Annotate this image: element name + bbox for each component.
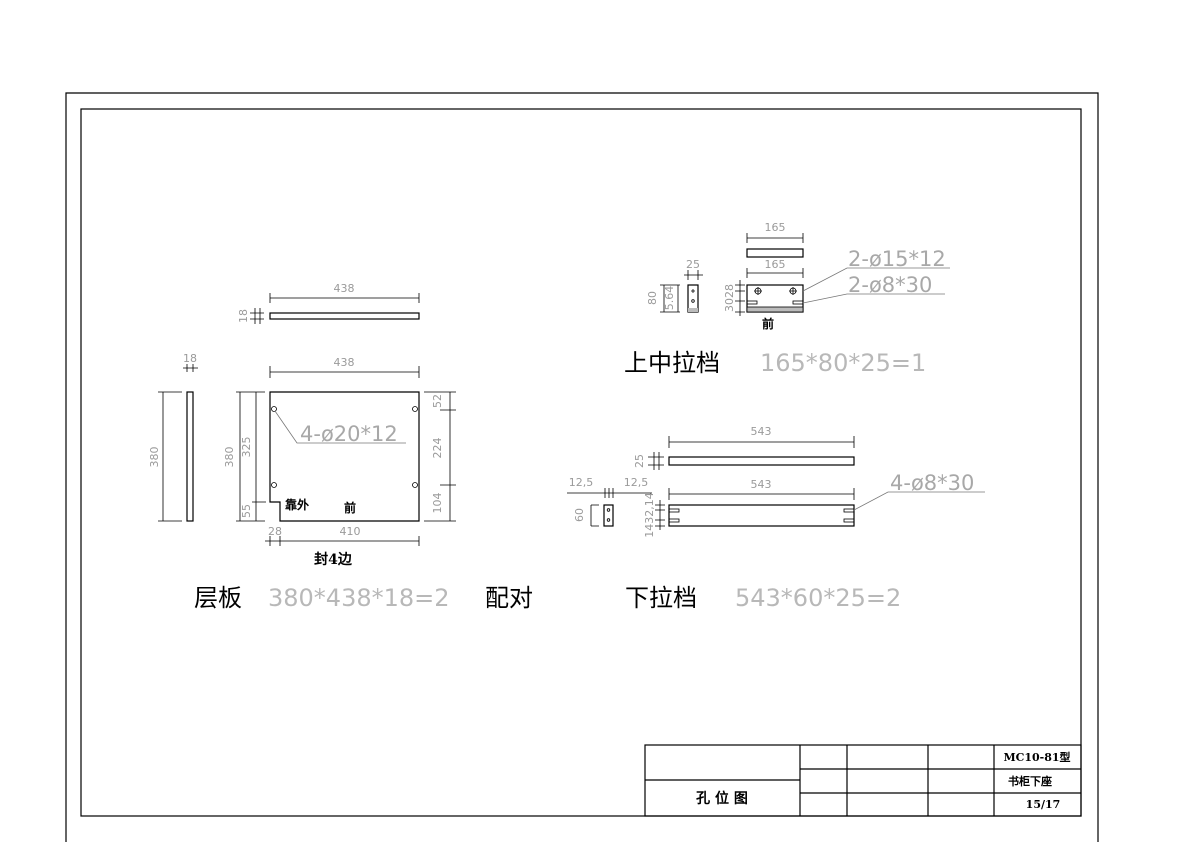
dim-lower-side-height: 60 xyxy=(573,508,586,522)
dim-upper-side-thickness: 25 xyxy=(686,258,700,271)
dim-lower-top-width: 543 xyxy=(751,425,772,438)
lower-rail-title: 下拉档 xyxy=(625,584,697,612)
inner-frame xyxy=(80,108,1082,817)
dim-side-thickness: 18 xyxy=(183,352,197,365)
model-number: MC10-81型 xyxy=(1003,750,1070,764)
product-name: 书柜下座 xyxy=(1008,774,1052,788)
dim-lower-front-width: 543 xyxy=(751,478,772,491)
hole-note: 4-ø20*12 xyxy=(300,422,398,446)
dim-offset-left: 12,5 xyxy=(569,476,594,489)
lower-rail-spec: 543*60*25=2 xyxy=(735,584,901,612)
dim-bottom-width: 410 xyxy=(340,525,361,538)
dim-right-mid: 224 xyxy=(431,438,444,459)
dim-upper-side-inner: 5.64 xyxy=(663,286,676,311)
shelf-front-view: 438 4-ø20*12 380 325 55 52 224 104 28 41… xyxy=(223,356,456,568)
upper-note-2: 2-ø8*30 xyxy=(848,273,932,297)
outer-border xyxy=(65,92,1099,842)
dim-lower-thickness: 25 xyxy=(633,454,646,468)
shelf-title: 层板 xyxy=(194,584,242,612)
sheet-number: 15/17 xyxy=(1026,798,1061,811)
dim-upper-front-width: 165 xyxy=(765,258,786,271)
dim-upper-top-width: 165 xyxy=(765,221,786,234)
title-block: 孔 位 图 MC10-81型 书柜下座 15/17 xyxy=(644,744,1082,817)
upper-rail-spec: 165*80*25=1 xyxy=(760,349,926,377)
dim-shelf-top-width: 438 xyxy=(334,282,355,295)
shelf-spec: 380*438*18=2 xyxy=(268,584,450,612)
dim-notch-width: 28 xyxy=(268,525,282,538)
dim-upper-left: 3028 xyxy=(723,284,736,312)
dim-upper-side-height: 80 xyxy=(646,291,659,305)
upper-rail-views: 165 165 2-ø15*12 2-ø8*30 3028 前 25 80 5.… xyxy=(646,221,950,331)
dim-front-width: 438 xyxy=(334,356,355,369)
lower-rail-views: 543 25 543 4-ø8*30 1432,14 12,5 12,5 60 xyxy=(567,425,985,538)
dim-height-inner: 325 xyxy=(240,437,253,458)
shelf-top-view: 438 18 xyxy=(237,282,420,324)
label-outer: 靠外 xyxy=(285,497,309,512)
label-front: 前 xyxy=(344,500,356,515)
upper-front-label: 前 xyxy=(762,316,774,331)
dim-shelf-thickness: 18 xyxy=(237,309,250,323)
drawing-name: 孔 位 图 xyxy=(696,790,748,807)
shelf-pair-note: 配对 xyxy=(485,584,533,612)
dim-lower-left: 1432,14 xyxy=(643,492,656,538)
dim-side-height: 380 xyxy=(148,447,161,468)
dim-height: 380 xyxy=(223,447,236,468)
lower-note: 4-ø8*30 xyxy=(890,471,974,495)
dim-notch-height: 55 xyxy=(240,504,253,518)
upper-rail-title: 上中拉档 xyxy=(624,349,720,377)
edge-note: 封4边 xyxy=(314,551,353,568)
upper-note-1: 2-ø15*12 xyxy=(848,247,946,271)
dim-right-top: 52 xyxy=(431,394,444,408)
dim-right-bottom: 104 xyxy=(431,493,444,514)
dim-offset-right: 12,5 xyxy=(624,476,649,489)
shelf-side-view: 18 380 xyxy=(148,352,198,522)
